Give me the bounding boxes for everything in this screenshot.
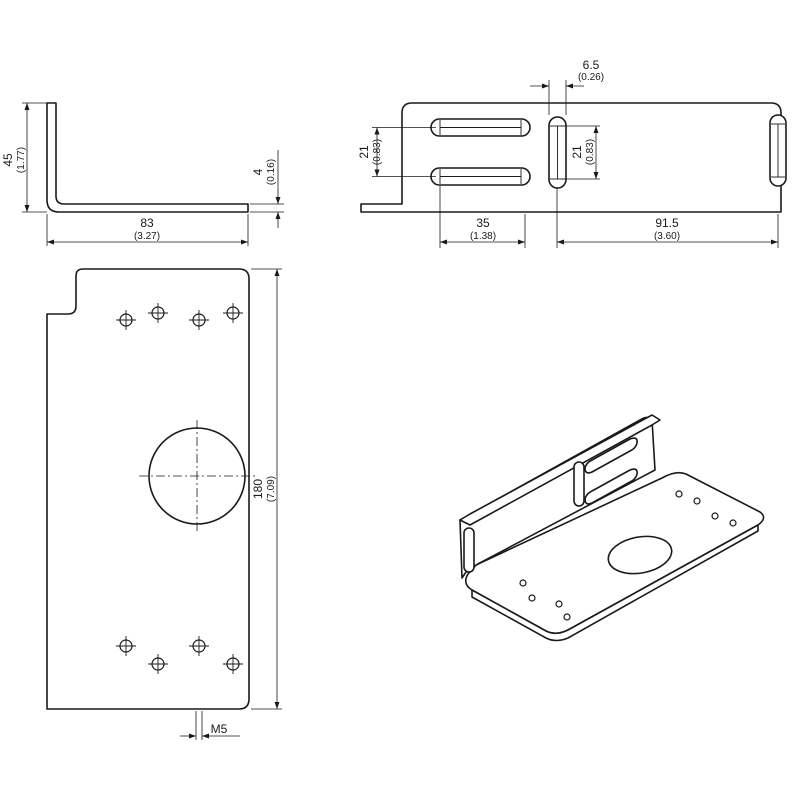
m5-hole <box>116 636 136 656</box>
dim-offset-inch: (1.38) <box>470 231 496 242</box>
dim-offset-value: 35 <box>476 216 490 230</box>
m5-hole <box>116 310 136 330</box>
dim-length-value: 83 <box>140 216 154 230</box>
dim-total-length-value: 180 <box>251 479 265 499</box>
dim-span-inch: (3.60) <box>654 231 680 242</box>
iso-hole <box>729 519 737 527</box>
dim-thread-value: M5 <box>211 722 228 736</box>
iso-wall-slot <box>463 527 475 573</box>
dim-slot-width-inch: (0.26) <box>578 72 604 83</box>
dim-span-value: 91.5 <box>655 216 679 230</box>
front-view: 6.5 (0.26) 21 (0.83) 21 (0.83) 35 (1.38)… <box>357 58 787 248</box>
iso-bore <box>607 535 673 575</box>
dim-pitch-right-value: 21 <box>570 145 584 159</box>
dim-pitch-left-value: 21 <box>357 145 371 159</box>
m5-hole <box>223 654 243 674</box>
iso-hole <box>675 490 683 498</box>
dim-pitch-right-inch: (0.83) <box>585 139 596 165</box>
iso-hole <box>519 579 527 587</box>
base-plate <box>46 268 250 710</box>
dim-height-value: 45 <box>1 153 15 167</box>
iso-hole <box>563 613 571 621</box>
isometric-view <box>459 414 765 642</box>
dim-total-length-inch: (7.09) <box>266 476 277 502</box>
side-view: 45 (1.77) 4 (0.16) 83 (3.27) <box>1 102 284 246</box>
top-view: 180 (7.09) M5 <box>46 268 282 740</box>
dim-height-inch: (1.77) <box>16 147 27 173</box>
m5-hole <box>148 654 168 674</box>
dim-length-inch: (3.27) <box>134 231 160 242</box>
iso-hole <box>555 600 563 608</box>
l-profile <box>46 102 249 213</box>
dim-thickness-inch: (0.16) <box>266 159 277 185</box>
iso-hole <box>528 594 536 602</box>
m5-hole <box>189 310 209 330</box>
m5-hole <box>148 303 168 323</box>
iso-hole <box>711 512 719 520</box>
iso-base-edge <box>471 524 759 642</box>
m5-hole-group <box>116 303 243 674</box>
iso-hole <box>693 497 701 505</box>
dim-pitch-left-inch: (0.83) <box>372 139 383 165</box>
iso-wall-slot <box>584 468 638 505</box>
dim-thickness-value: 4 <box>251 168 265 175</box>
m5-hole <box>223 303 243 323</box>
iso-wall-slot <box>584 437 638 474</box>
dim-slot-width-value: 6.5 <box>583 58 600 72</box>
m5-hole <box>189 636 209 656</box>
iso-wall-slot <box>573 461 585 507</box>
iso-wall-edge <box>459 414 661 526</box>
